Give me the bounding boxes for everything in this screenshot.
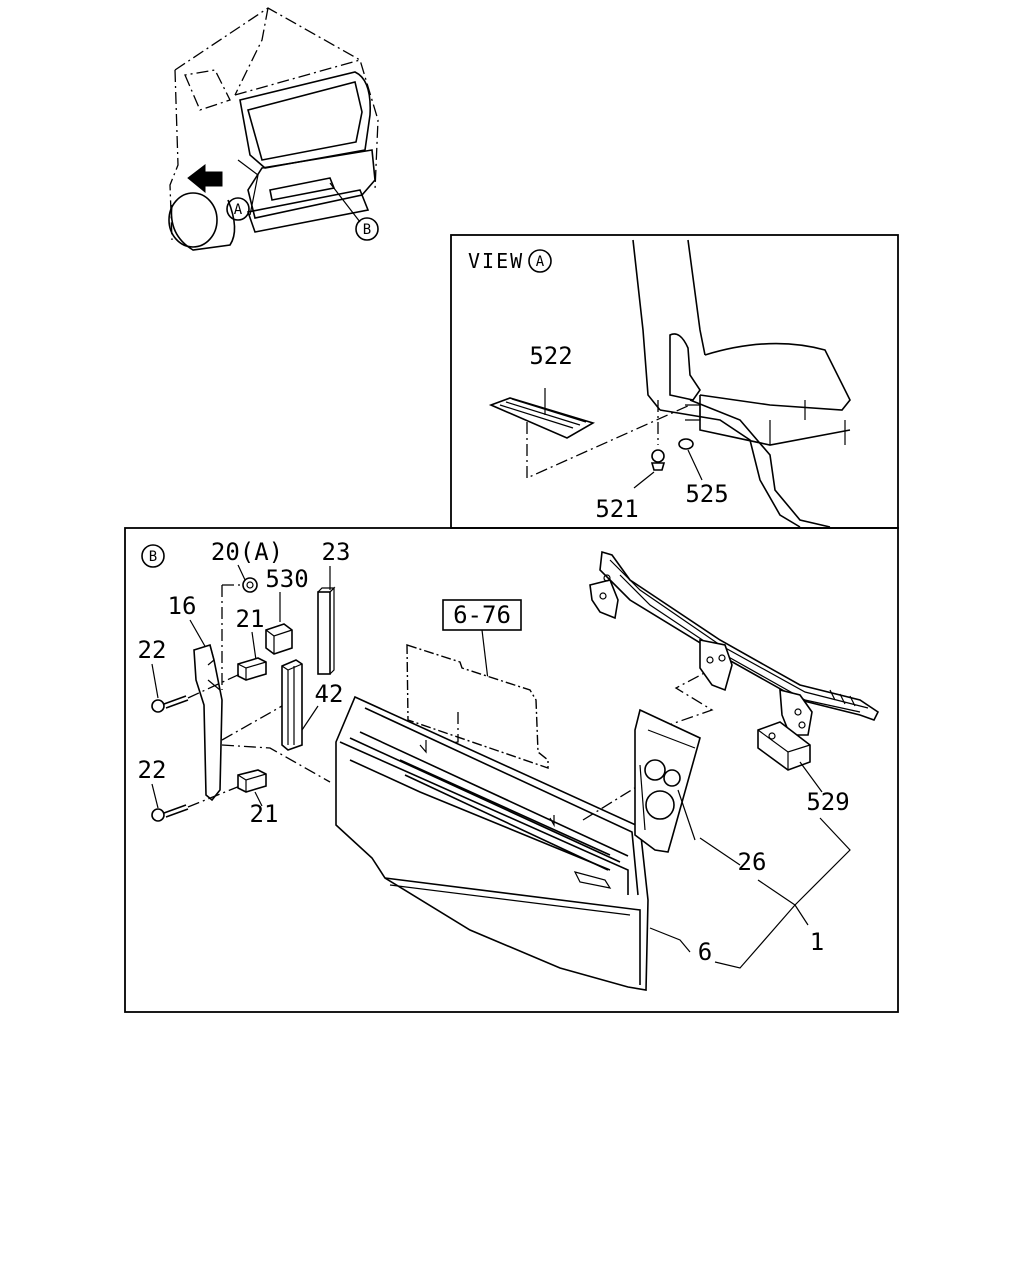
label-1: 1 (810, 928, 824, 956)
view-a-title: VIEW (468, 249, 524, 273)
label-21-top: 21 (236, 605, 265, 633)
label-22-top: 22 (138, 636, 167, 664)
label-42: 42 (315, 680, 344, 708)
label-20a: 20(A) (211, 538, 283, 566)
detail-b-panel: B 20(A) 530 23 16 21 22 (124, 527, 899, 1013)
label-525: 525 (685, 480, 728, 508)
view-a-circle-letter: A (536, 254, 545, 270)
label-529: 529 (806, 788, 849, 816)
detail-b-circle-letter: B (149, 549, 157, 565)
callout-b-letter: B (363, 222, 371, 238)
label-521: 521 (595, 495, 638, 523)
label-23: 23 (322, 538, 351, 566)
label-6: 6 (698, 938, 712, 966)
view-a-panel: VIEW A 522 521 525 (450, 234, 899, 529)
label-530: 530 (265, 565, 308, 593)
label-6-76: 6-76 (453, 601, 511, 629)
callout-a-letter: A (234, 202, 243, 218)
label-26: 26 (738, 848, 767, 876)
label-21-bottom: 21 (250, 800, 279, 828)
truck-cab-overview: A B (168, 7, 379, 251)
label-22-bottom: 22 (138, 756, 167, 784)
label-522: 522 (529, 342, 572, 370)
label-16: 16 (168, 592, 197, 620)
